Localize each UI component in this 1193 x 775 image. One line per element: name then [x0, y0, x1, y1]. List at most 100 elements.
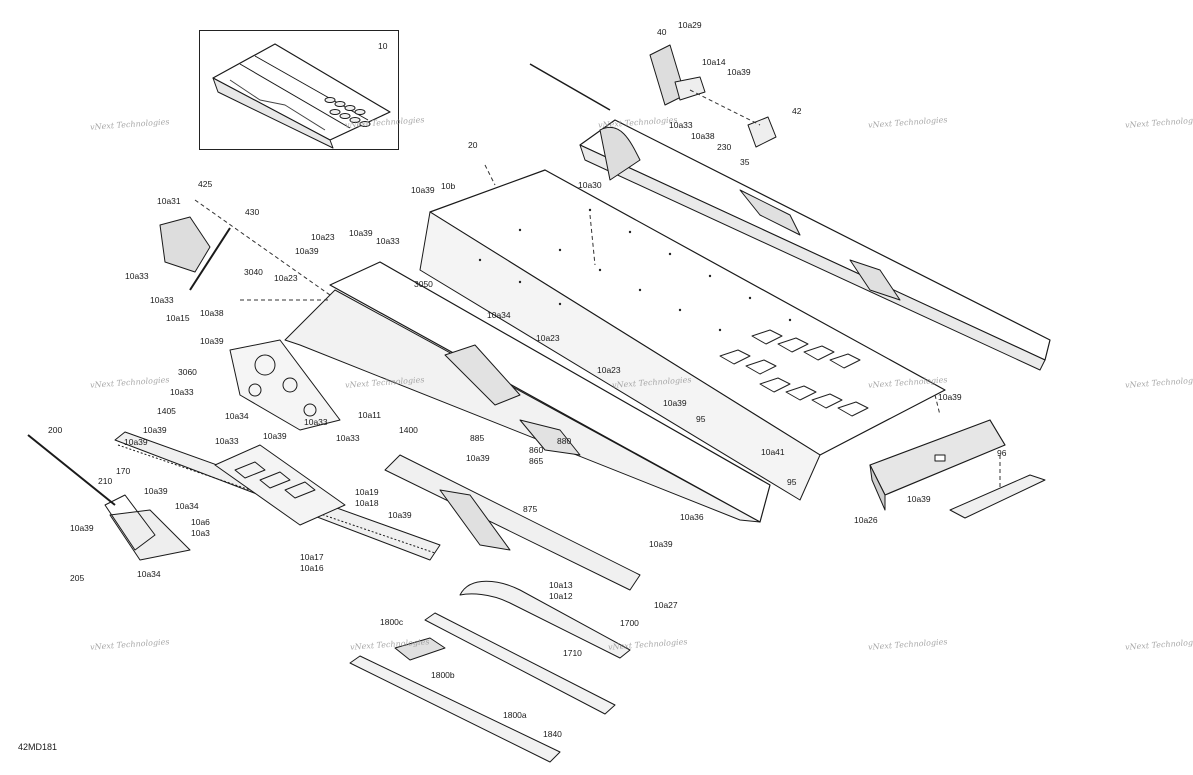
part-callout: 10a39: [143, 425, 167, 435]
part-callout: 3060: [178, 367, 197, 377]
part-callout: 10a30: [578, 180, 602, 190]
part-callout: 3050: [414, 279, 433, 289]
part-callout: 230: [717, 142, 732, 152]
part-callout: 10a33: [125, 271, 149, 281]
part-callout: 10a23: [311, 232, 335, 242]
part-callout: 10a11: [358, 410, 382, 420]
part-callout: 10a13: [549, 580, 573, 590]
inset-frame-illustration: [212, 43, 391, 149]
lower-rail-c: [349, 637, 561, 763]
part-callout: 10a39: [907, 494, 931, 504]
part-callout: 1800b: [431, 670, 455, 680]
part-callout: 10a3: [191, 528, 210, 538]
part-callout: 10a15: [166, 313, 190, 323]
part-callout: 10a33: [215, 436, 239, 446]
part-callout: 10a34: [175, 501, 199, 511]
right-side-rail: [529, 63, 1051, 371]
part-callout: 170: [116, 466, 131, 476]
part-callout: 96: [997, 448, 1007, 458]
part-callout: 1800c: [380, 617, 404, 627]
part-callout: 10a17: [300, 552, 324, 562]
part-callout: 10a12: [549, 591, 573, 601]
left-bracket-plate: [229, 339, 341, 431]
part-callout: 10a27: [654, 600, 678, 610]
part-callout: 10a36: [680, 512, 704, 522]
part-callout: 425: [198, 179, 213, 189]
part-callout: 10a39: [70, 523, 94, 533]
part-callout: 10a18: [355, 498, 379, 508]
part-callout: 3040: [244, 267, 263, 277]
part-callout: 10a33: [669, 120, 693, 130]
inset-box: [199, 30, 399, 150]
part-callout: 205: [70, 573, 85, 583]
part-callout: 860: [529, 445, 544, 455]
part-callout: 880: [557, 436, 572, 446]
part-callout: 430: [245, 207, 260, 217]
part-callout: 40: [657, 27, 667, 37]
part-callout: 10a26: [854, 515, 878, 525]
part-callout: 95: [696, 414, 706, 424]
part-callout: 210: [98, 476, 113, 486]
part-callout: 10a23: [274, 273, 298, 283]
tunnel-panel: [419, 169, 946, 501]
rear-top-bracket: [649, 44, 777, 148]
part-callout: 885: [470, 433, 485, 443]
part-callout: 95: [787, 477, 797, 487]
part-callout: 10a39: [466, 453, 490, 463]
part-callout: 10a33: [336, 433, 360, 443]
left-side-rail: [284, 261, 771, 523]
part-callout: 10a19: [355, 487, 379, 497]
part-callout: 10a39: [649, 539, 673, 549]
part-callout: 10a39: [295, 246, 319, 256]
part-callout: 10a39: [938, 392, 962, 402]
part-callout: 10a39: [388, 510, 412, 520]
part-callout: 1700: [620, 618, 639, 628]
part-callout: 10a29: [678, 20, 702, 30]
part-callout: 10a34: [225, 411, 249, 421]
center-side-rail: [384, 454, 641, 591]
part-callout: 1405: [157, 406, 176, 416]
part-callout: 10a39: [124, 437, 148, 447]
part-callout: 1710: [563, 648, 582, 658]
part-callout: 1400: [399, 425, 418, 435]
footrest-grid: [214, 444, 346, 526]
part-callout: 10a39: [200, 336, 224, 346]
part-callout: 200: [48, 425, 63, 435]
front-brace-assembly: [27, 434, 191, 561]
part-callout: 35: [740, 157, 750, 167]
part-callout: 865: [529, 456, 544, 466]
part-callout: 10a39: [349, 228, 373, 238]
part-callout: 875: [523, 504, 538, 514]
inset-label: 10: [378, 41, 388, 51]
part-callout: 10a6: [191, 517, 210, 527]
lower-rail-b: [424, 612, 616, 715]
rear-cross-member: [869, 419, 1006, 511]
front-left-bracket: [159, 216, 231, 291]
part-callout: 10a16: [300, 563, 324, 573]
part-callout: 10a39: [411, 185, 435, 195]
part-callout: 10a33: [170, 387, 194, 397]
part-callout: 10a33: [376, 236, 400, 246]
part-callout: 10a34: [487, 310, 511, 320]
part-callout: 1840: [543, 729, 562, 739]
part-callout: 10a23: [597, 365, 621, 375]
part-callout: 10a39: [144, 486, 168, 496]
part-callout: 10a33: [150, 295, 174, 305]
part-callout: 10a23: [536, 333, 560, 343]
part-callout: 10a39: [663, 398, 687, 408]
part-callout: 10b: [441, 181, 456, 191]
part-callout: 1800a: [503, 710, 527, 720]
part-callout: 10a34: [137, 569, 161, 579]
part-callout: 10a39: [727, 67, 751, 77]
part-callout: 42: [792, 106, 802, 116]
part-callout: 10a33: [304, 417, 328, 427]
part-callout: 10a39: [263, 431, 287, 441]
diagram-code: 42MD181: [18, 742, 58, 752]
part-callout: 10a31: [157, 196, 181, 206]
lower-rail-a: [459, 580, 631, 659]
part-callout: 10a14: [702, 57, 726, 67]
part-callout: 10a38: [200, 308, 224, 318]
part-callout: 10a38: [691, 131, 715, 141]
part-callout: 10a41: [761, 447, 785, 457]
